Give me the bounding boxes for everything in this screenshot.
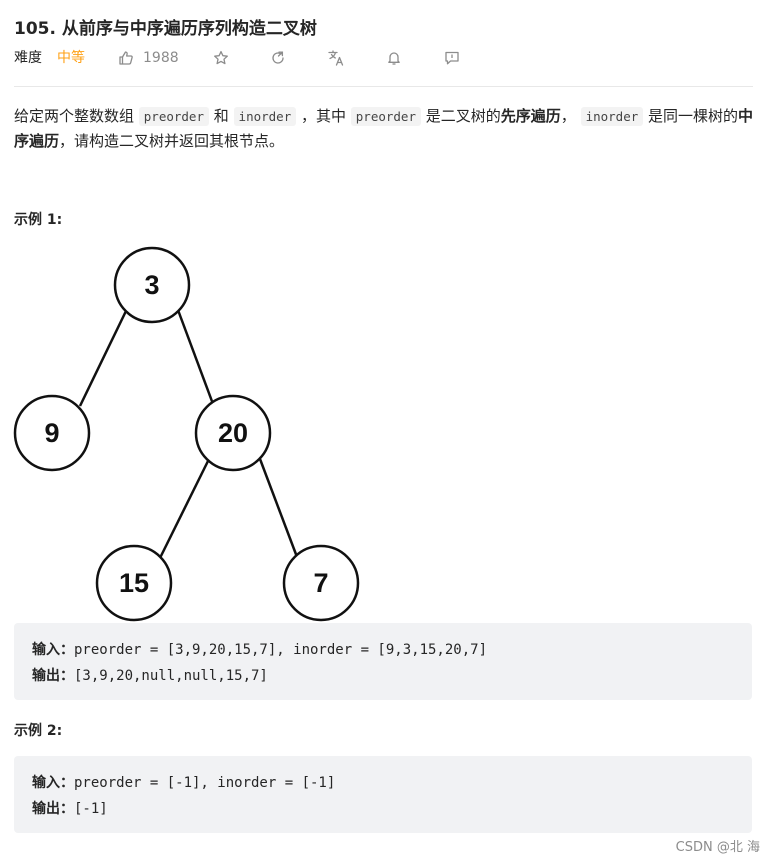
example-1-input-line: 输入：preorder = [3,9,20,15,7], inorder = […	[32, 642, 488, 658]
tree-node-label: 7	[313, 568, 328, 598]
code-preorder: preorder	[350, 107, 421, 126]
like-button[interactable]: 1988	[118, 47, 179, 69]
header-divider	[14, 86, 753, 87]
tree-node-label: 20	[218, 418, 248, 448]
binary-tree-diagram: 3 9 20 15 7	[13, 246, 360, 622]
example-1-code: 输入：preorder = [3,9,20,15,7], inorder = […	[14, 623, 752, 700]
bell-icon	[388, 52, 400, 65]
tree-node	[95, 544, 173, 622]
tree-edge	[158, 458, 211, 559]
problem-description: 给定两个整数数组 preorder 和 inorder ，其中 preorder…	[14, 107, 754, 150]
bold-inorder-traversal: 中序遍历	[14, 107, 754, 150]
problem-toolbar: 难度 中等 1988	[14, 47, 754, 69]
translate-button[interactable]	[325, 47, 347, 69]
star-icon	[214, 50, 228, 65]
tree-node	[194, 394, 272, 472]
code-inorder: inorder	[233, 107, 297, 126]
tree-node	[282, 544, 360, 622]
tree-edge	[78, 310, 128, 407]
code-preorder: preorder	[138, 107, 209, 126]
tree-edge	[258, 458, 299, 558]
tree-node-label: 3	[144, 270, 159, 300]
code-inorder: inorder	[580, 107, 644, 126]
tree-node	[113, 246, 191, 324]
example-1-title: 示例 1:	[14, 212, 63, 228]
csdn-watermark: CSDN @北 海	[675, 840, 760, 855]
example-2-input-line: 输入：preorder = [-1], inorder = [-1]	[32, 775, 336, 791]
thumbs-up-icon	[119, 51, 133, 65]
share-button[interactable]	[267, 47, 289, 69]
subscribe-button[interactable]	[383, 47, 405, 69]
tree-node	[13, 394, 91, 472]
tree-node-label: 15	[119, 568, 149, 598]
tree-node-label: 9	[44, 418, 59, 448]
difficulty-label: 难度	[14, 50, 42, 66]
feedback-icon	[445, 51, 459, 65]
bold-preorder-traversal: 先序遍历	[500, 107, 561, 125]
example-2-title: 示例 2:	[14, 723, 63, 739]
example-1-output-line: 输出：[3,9,20,null,null,15,7]	[32, 668, 268, 684]
example-2-code: 输入：preorder = [-1], inorder = [-1] 输出：[-…	[14, 756, 752, 833]
feedback-button[interactable]	[441, 47, 463, 69]
favorite-button[interactable]	[210, 47, 232, 69]
problem-title: 105. 从前序与中序遍历序列构造二叉树	[14, 19, 317, 39]
share-icon	[272, 51, 284, 64]
difficulty-badge: 中等	[57, 50, 85, 66]
translate-icon	[328, 50, 344, 66]
like-count: 1988	[143, 50, 179, 66]
example-2-output-line: 输出：[-1]	[32, 801, 108, 817]
tree-edge	[176, 309, 215, 405]
